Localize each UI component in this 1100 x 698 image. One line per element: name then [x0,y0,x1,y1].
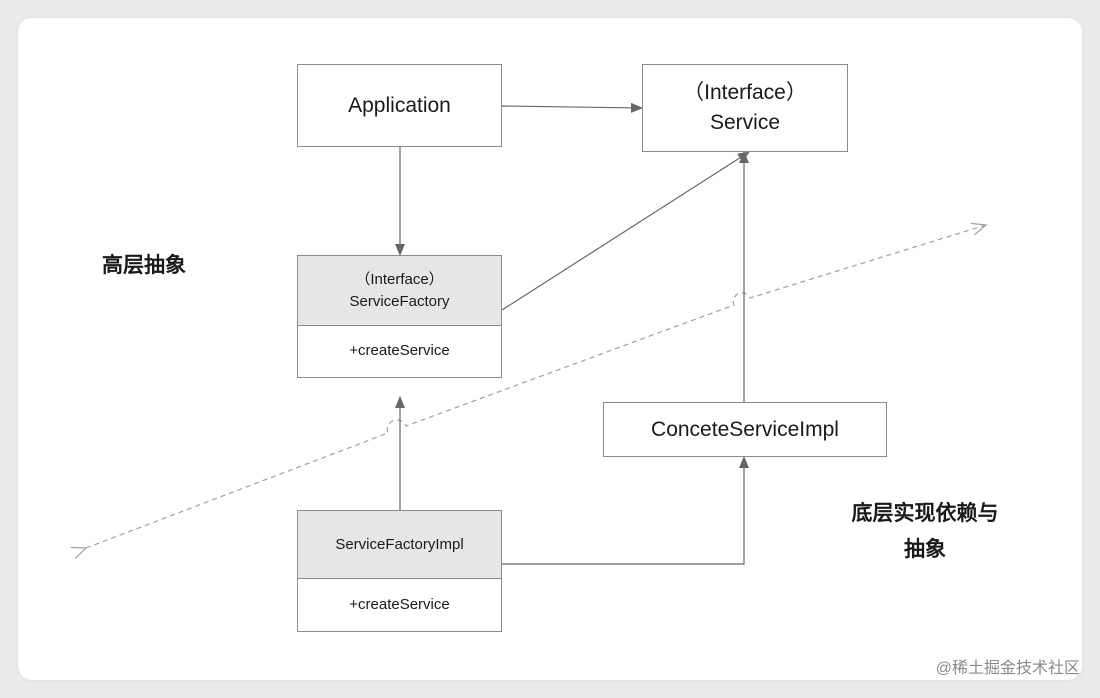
servicefactory-methods: +createService [298,324,501,377]
low-level-label-line1: 底层实现依赖与 [851,502,999,525]
arrow-servicefactory-to-service [501,151,750,311]
concrete-service-impl-box: ConceteServiceImpl [603,402,887,457]
arrow-application-to-service [501,102,643,113]
servicefactoryimpl-box: ServiceFactoryImpl +createService [297,510,502,632]
application-box: Application [297,64,502,147]
concrete-service-impl-label: ConceteServiceImpl [651,417,839,441]
watermark-text: @稀土掘金技术社区 [935,660,1080,677]
application-label: Application [348,93,451,117]
servicefactory-method: +createService [349,342,450,359]
servicefactory-name: ServiceFactory [349,292,450,310]
service-interface-box: （Interface） Service [642,64,848,152]
servicefactoryimpl-methods: +createService [298,577,501,631]
arrow-factoryimpl-to-concreteimpl [502,456,749,565]
servicefactory-header: （Interface） ServiceFactory [298,256,501,326]
servicefactory-stereotype: （Interface） [355,270,444,288]
servicefactoryimpl-header: ServiceFactoryImpl [298,511,501,579]
layer-divider-dashed-line [70,222,988,560]
low-level-dependency-label: 底层实现依赖与 抽象 [840,496,1010,568]
low-level-label-line2: 抽象 [904,538,946,561]
servicefactory-interface-box: （Interface） ServiceFactory +createServic… [297,255,502,378]
servicefactoryimpl-name: ServiceFactoryImpl [335,535,464,553]
servicefactoryimpl-method: +createService [349,595,450,613]
service-stereotype: （Interface） [683,81,807,104]
high-level-label-text: 高层抽象 [102,254,186,277]
high-level-abstraction-label: 高层抽象 [94,248,194,284]
service-name: Service [709,111,781,134]
